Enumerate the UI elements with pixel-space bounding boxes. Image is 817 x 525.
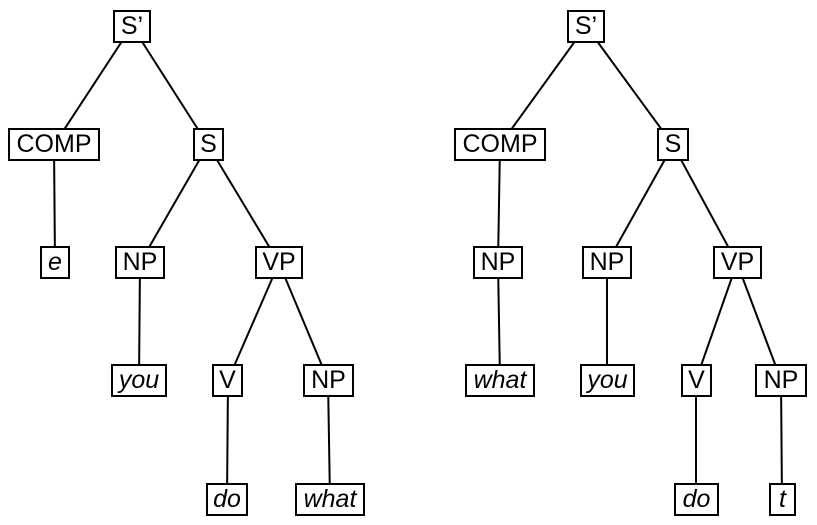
- right-node-t: t: [769, 483, 796, 516]
- left-edge-v-do: [226, 379, 229, 501]
- right-node-you: you: [580, 364, 635, 397]
- left-node-v: V: [212, 364, 243, 397]
- left-node-e: e: [40, 246, 70, 279]
- right-edge-sbar-s: [585, 25, 674, 146]
- left-edge-sbar-s: [131, 25, 209, 146]
- left-edge-sbar-comp: [53, 25, 133, 146]
- right-node-s-bar: S’: [567, 10, 605, 43]
- left-node-comp: COMP: [8, 128, 100, 161]
- left-node-s: S: [193, 128, 224, 161]
- left-edge-vp-v: [227, 262, 280, 381]
- left-node-do: do: [206, 483, 248, 516]
- right-node-what: what: [465, 364, 535, 397]
- left-edge-comp-e: [53, 144, 56, 264]
- right-node-np-comp: NP: [473, 246, 523, 279]
- left-node-np-object: NP: [303, 364, 354, 397]
- right-node-np-subject: NP: [582, 246, 632, 279]
- left-edge-vp-np: [278, 262, 329, 381]
- left-node-what: what: [295, 483, 365, 516]
- right-edge-sbar-comp: [499, 25, 587, 146]
- right-node-np-object: NP: [755, 364, 807, 397]
- left-edge-np-what: [327, 379, 331, 501]
- right-edge-vp-v: [695, 262, 738, 381]
- right-node-v: V: [681, 364, 712, 397]
- right-node-s: S: [657, 128, 689, 161]
- right-edge-s-np: [606, 144, 674, 264]
- left-node-vp: VP: [255, 246, 303, 279]
- right-edge-np-what: [497, 262, 501, 381]
- right-node-comp: COMP: [454, 128, 546, 161]
- right-edge-comp-np: [497, 144, 501, 264]
- right-edge-vp-np: [736, 262, 782, 381]
- right-edge-np-t: [780, 379, 783, 501]
- right-node-vp: VP: [713, 246, 762, 279]
- right-edge-s-vp: [672, 144, 738, 264]
- left-edge-s-np: [139, 144, 209, 264]
- left-edge-s-vp: [207, 144, 280, 264]
- left-node-s-bar: S’: [113, 10, 151, 43]
- left-edge-np-you: [138, 262, 141, 381]
- right-node-do: do: [674, 483, 719, 516]
- left-node-you: you: [111, 364, 167, 397]
- left-node-np-subject: NP: [115, 246, 165, 279]
